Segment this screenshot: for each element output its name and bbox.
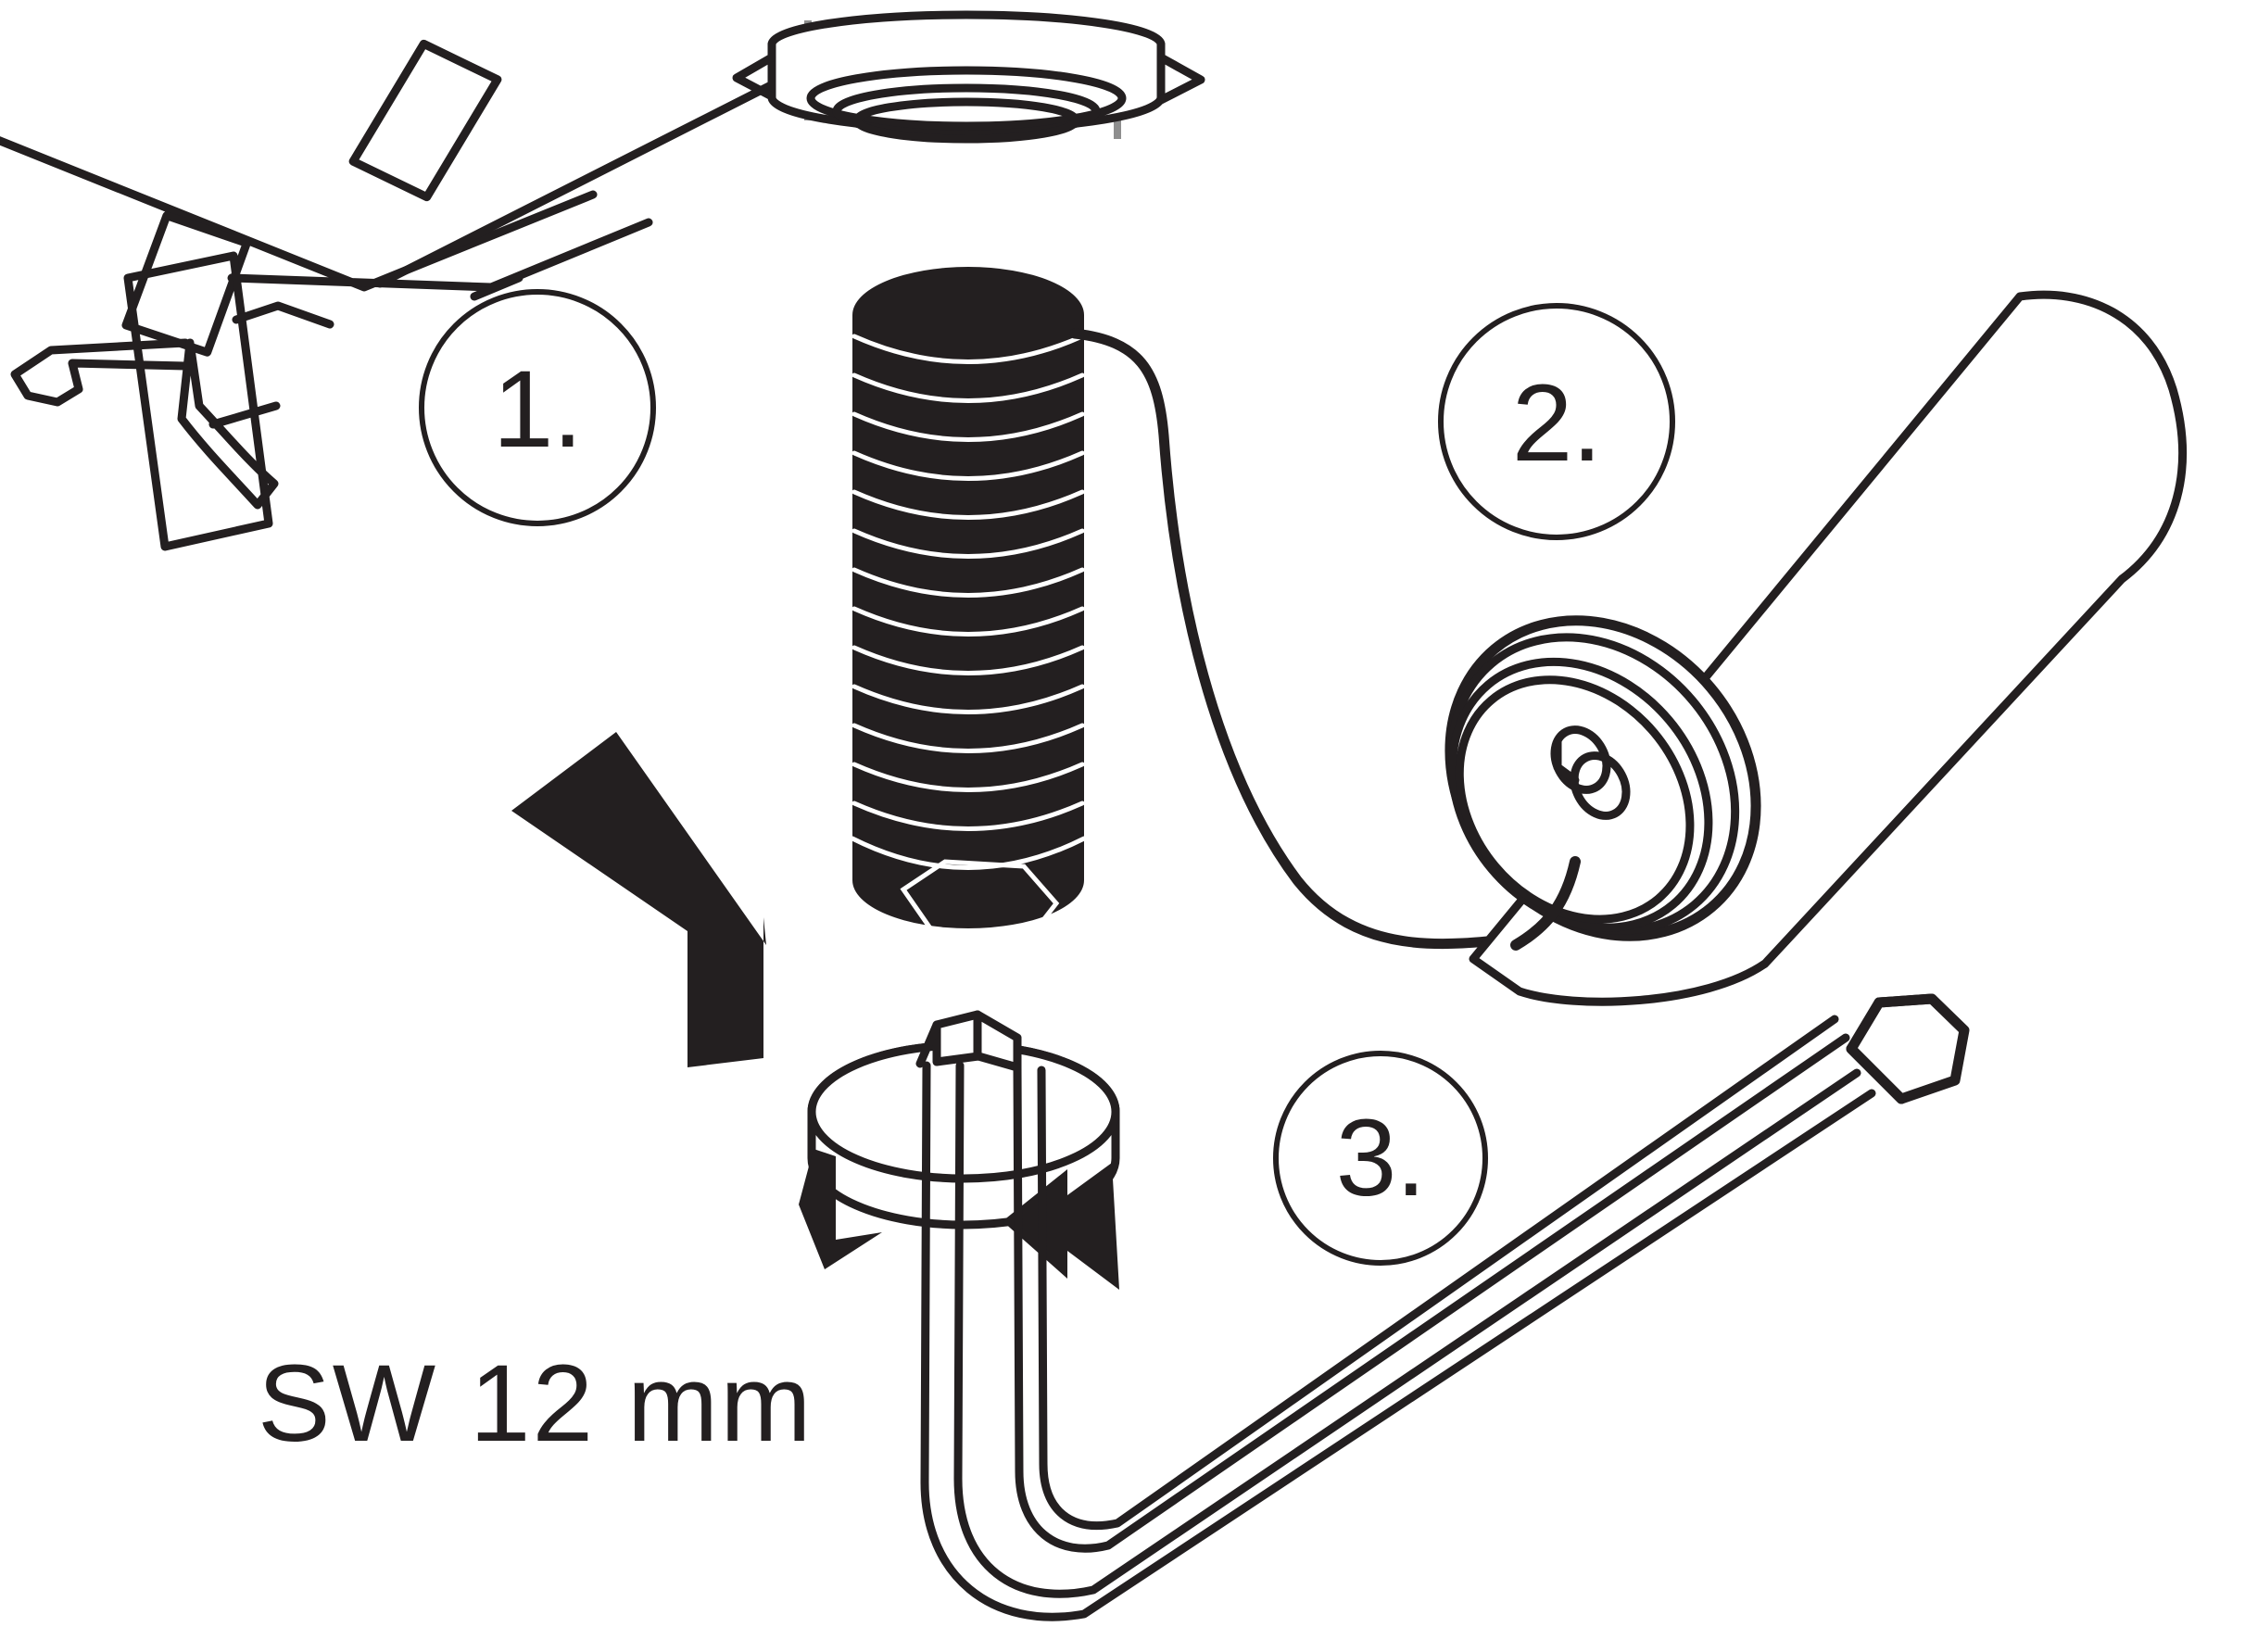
- callout-step-3: 3.: [1273, 1051, 1488, 1266]
- set-screw: [850, 267, 1087, 950]
- callout-label-1: 1.: [493, 348, 582, 471]
- callout-step-1: 1.: [419, 289, 656, 526]
- callout-circle-2: [1438, 303, 1675, 540]
- callout-step-2: 2.: [1438, 303, 1675, 540]
- cap-threaded-hole: [1550, 725, 1631, 820]
- hex-key: [920, 993, 1970, 1621]
- callout-circle-3: [1273, 1051, 1488, 1266]
- threaded-bushing: [732, 10, 1205, 144]
- thread-arcs: [850, 334, 1087, 870]
- callout-label-3: 3.: [1336, 1097, 1425, 1219]
- mounting-bracket-group: [0, 39, 843, 551]
- callout-circle-1: [419, 289, 656, 526]
- callout-label-2: 2.: [1512, 362, 1601, 485]
- connector-wire: [1069, 328, 1544, 950]
- insert-arrow: [511, 732, 766, 1067]
- tube: [1444, 290, 2187, 1006]
- tool-spec-label: SW 12 mm: [258, 1343, 814, 1465]
